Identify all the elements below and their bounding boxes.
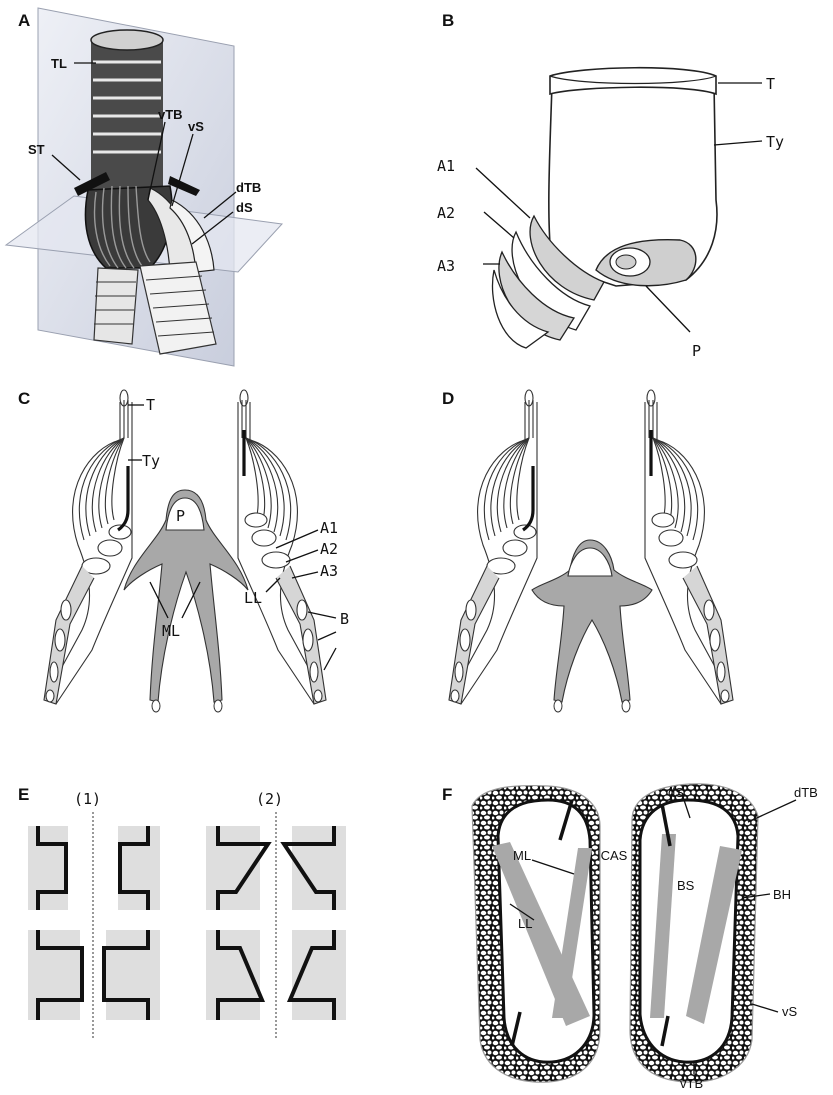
leader-a2-b (484, 212, 514, 238)
label-e1: (1) (74, 790, 101, 808)
syrinx-half-right-d (645, 390, 733, 704)
label-a3-b: A3 (437, 257, 455, 275)
label-ml-f: ML (513, 848, 531, 863)
panel-b: B T Ty A1 A2 A3 P (437, 11, 784, 360)
bronchus-left (94, 268, 138, 344)
label-ll-f: LL (518, 916, 532, 931)
syrinx-half-right (238, 390, 326, 704)
panel-c-letter: C (18, 389, 30, 408)
label-t-b: T (766, 75, 775, 93)
label-bs-f: BS (677, 878, 695, 893)
label-ty-c: Ty (142, 452, 160, 470)
cross-section-left (472, 786, 600, 1083)
panel-b-letter: B (442, 11, 454, 30)
pessulus-medial-labia (124, 490, 248, 712)
leader-a1-b (476, 168, 530, 218)
tympanum-thickening-left-d (523, 466, 533, 530)
label-dtb: dTB (236, 180, 261, 195)
trachea-rings (91, 30, 163, 190)
label-ds: dS (236, 200, 253, 215)
label-vs: vS (188, 119, 204, 134)
label-a1-c: A1 (320, 519, 338, 537)
label-bh-f: BH (773, 887, 791, 902)
cross-section-right (630, 784, 758, 1082)
leader-vs-f (752, 1004, 778, 1012)
label-ll-c: LL (244, 589, 262, 607)
label-ml-c: ML (162, 622, 180, 640)
label-dtb-f: dTB (794, 785, 818, 800)
panel-e-letter: E (18, 785, 29, 804)
label-p-c: P (176, 507, 185, 525)
label-icas-f: ICAS (597, 848, 628, 863)
panel-d: D (442, 389, 733, 712)
label-vs-f: vS (782, 1004, 798, 1019)
leader-a3-c (292, 572, 318, 578)
label-a2-c: A2 (320, 540, 338, 558)
panel-f-letter: F (442, 785, 452, 804)
label-a1-b: A1 (437, 157, 455, 175)
leader-b-2 (318, 632, 336, 640)
label-tl: TL (51, 56, 67, 71)
label-ty-b: Ty (766, 133, 784, 151)
panel-c: C (18, 389, 349, 712)
label-st: ST (28, 142, 45, 157)
label-a3-c: A3 (320, 562, 338, 580)
leader-ty-b (714, 141, 762, 145)
leader-a2-c (286, 550, 318, 562)
pessulus-medial-labia-d (532, 540, 652, 712)
panel-a-letter: A (18, 11, 30, 30)
label-b-c: B (340, 610, 349, 628)
leader-b-3 (324, 648, 336, 670)
panel-d-letter: D (442, 389, 454, 408)
leader-ll-c (266, 578, 280, 592)
panel-a: A (6, 8, 282, 366)
label-vtb-f: vTB (680, 1076, 703, 1091)
leader-a1-c (276, 530, 318, 548)
label-e2: (2) (256, 790, 283, 808)
label-vtb: vTB (158, 107, 183, 122)
syrinx-half-left-d (449, 390, 537, 704)
diagram-e1 (28, 812, 160, 1040)
panel-f: F dS dTB ML ICAS (442, 784, 818, 1091)
label-a2-b: A2 (437, 204, 455, 222)
tympanum-thickening-left (118, 466, 128, 530)
label-ds-f: dS (668, 785, 684, 800)
label-p-b: P (692, 342, 701, 360)
label-t-c: T (146, 396, 155, 414)
syrinx-half-left (44, 390, 132, 704)
panel-e: E (1) (2) (18, 785, 346, 1040)
leader-p-b (646, 286, 690, 332)
diagram-e2 (206, 812, 346, 1040)
